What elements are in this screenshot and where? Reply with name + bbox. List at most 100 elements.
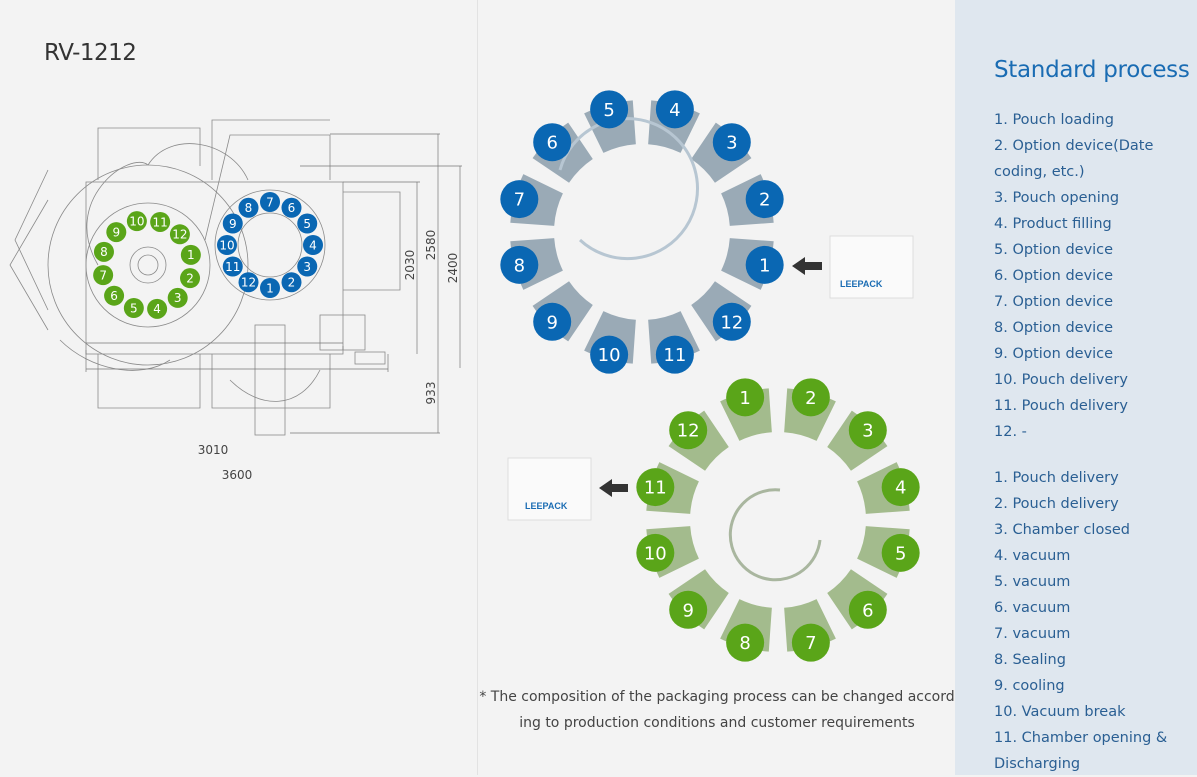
- green-station-node-label: 10: [129, 214, 144, 228]
- blue-process-node: 9: [533, 302, 572, 341]
- blue-process-node-label: 8: [514, 255, 525, 276]
- blue-process-node-label: 10: [598, 345, 621, 366]
- green-process-node: 2: [791, 378, 830, 417]
- green-station-node-label: 9: [112, 225, 120, 239]
- blue-station-node-label: 10: [219, 238, 234, 252]
- blue-process-node-circle: [655, 90, 694, 129]
- blue-process-node-circle: [590, 90, 629, 129]
- blue-station-node-circle: [238, 272, 259, 293]
- blue-process-node-circle: [712, 123, 751, 162]
- blue-station-node-circle: [281, 197, 302, 218]
- process-step: 3. Chamber closed: [994, 522, 1131, 538]
- blue-process-node-circle: [655, 335, 694, 374]
- blue-process-node: 7: [500, 180, 539, 219]
- blue-station-node-circle: [297, 256, 318, 277]
- blue-station-node-circle: [222, 256, 243, 277]
- process-step: 8. Sealing: [994, 652, 1066, 668]
- green-station-node-circle: [123, 298, 144, 319]
- machine-layout-drawing: 3010 3600 2030 2580 2400 933 12345678910…: [9, 119, 462, 482]
- blue-station-node-label: 11: [225, 260, 240, 274]
- green-station-node-label: 8: [100, 245, 108, 259]
- green-process-node-label: 9: [682, 600, 693, 621]
- green-station-node-label: 1: [187, 248, 195, 262]
- process-step: 11. Pouch delivery: [994, 398, 1128, 414]
- green-process-node: 8: [726, 623, 765, 662]
- green-process-node-label: 5: [895, 543, 906, 564]
- green-process-node-label: 8: [739, 633, 750, 654]
- green-station-node: 11: [150, 211, 171, 232]
- dimension-lines: [85, 133, 462, 434]
- green-process-node-circle: [791, 378, 830, 417]
- green-station-node-circle: [93, 241, 114, 262]
- blue-station-node: 8: [238, 197, 259, 218]
- model-title: RV-1212: [44, 40, 137, 66]
- pouch-brand-label: LEEPACK: [525, 501, 568, 511]
- blue-process-node: 3: [712, 123, 751, 162]
- blue-process-node: 10: [590, 335, 629, 374]
- blue-process-node: 12: [712, 302, 751, 341]
- dimension-height-933: 933: [424, 382, 438, 405]
- green-station-node-label: 6: [110, 289, 118, 303]
- process-step: 7. vacuum: [994, 626, 1071, 642]
- process-step: 2. Pouch delivery: [994, 496, 1119, 512]
- green-process-node: 6: [848, 590, 887, 629]
- blue-process-node-label: 12: [720, 312, 743, 333]
- green-spiral: [728, 488, 822, 582]
- green-station-node-circle: [180, 268, 201, 289]
- process-list-2: 1. Pouch delivery 2. Pouch delivery 3. Cha…: [994, 465, 1194, 777]
- blue-process-node-label: 4: [669, 100, 680, 121]
- green-process-node-label: 12: [677, 421, 700, 442]
- green-station-node-label: 11: [153, 215, 168, 229]
- blue-process-node-circle: [500, 245, 539, 284]
- blue-process-node: 6: [533, 123, 572, 162]
- green-process-node-label: 3: [862, 421, 873, 442]
- note-line-1: * The composition of the packaging proce…: [479, 689, 955, 705]
- green-process-node: 7: [791, 623, 830, 662]
- note-line-2: ing to production conditions and custome…: [519, 715, 915, 731]
- blue-process-node: 11: [655, 335, 694, 374]
- blue-station-node-circle: [238, 197, 259, 218]
- green-station-node: 6: [104, 285, 125, 306]
- green-station-node: 5: [123, 298, 144, 319]
- blue-process-node-circle: [745, 180, 784, 219]
- process-step: 4. vacuum: [994, 548, 1071, 564]
- green-station-node-circle: [169, 224, 190, 245]
- process-step: 1. Pouch delivery: [994, 470, 1119, 486]
- green-process-node-circle: [848, 590, 887, 629]
- blue-process-node-label: 3: [726, 133, 737, 154]
- green-process-node: 5: [881, 533, 920, 572]
- blue-process-node-label: 5: [603, 100, 614, 121]
- green-process-node: 1: [726, 378, 765, 417]
- dimension-width-3010: 3010: [198, 443, 229, 457]
- process-step: 11. Chamber opening & Discharging: [994, 730, 1168, 772]
- green-process-node-label: 2: [805, 388, 816, 409]
- blue-station-node-label: 4: [309, 238, 317, 252]
- blue-process-node-circle: [533, 302, 572, 341]
- blue-station-node-label: 8: [245, 201, 253, 215]
- blue-station-node-label: 1: [266, 281, 274, 295]
- green-station-node-circle: [150, 211, 171, 232]
- process-step: 1. Pouch loading: [994, 112, 1114, 128]
- green-process-node-circle: [881, 468, 920, 507]
- blue-station-node-label: 2: [288, 276, 296, 290]
- blue-station-node: 12: [238, 272, 259, 293]
- blue-station-node-label: 12: [241, 276, 256, 290]
- dimension-height-2030: 2030: [403, 250, 417, 281]
- blue-station-node: 11: [222, 256, 243, 277]
- blue-station-node: 10: [217, 235, 237, 255]
- green-station-node-circle: [106, 222, 127, 243]
- blue-station-node-circle: [217, 235, 237, 255]
- green-station-node: 1: [180, 244, 201, 265]
- dimension-height-2580: 2580: [424, 230, 438, 261]
- process-step: 10. Pouch delivery: [994, 372, 1128, 388]
- process-step: 3. Pouch opening: [994, 190, 1120, 206]
- green-station-node: 12: [169, 224, 190, 245]
- process-step: 2. Option device(Date coding, etc.): [994, 138, 1154, 180]
- blue-process-node: 4: [655, 90, 694, 129]
- blue-station-node-label: 3: [303, 260, 311, 274]
- blue-station-node-circle: [222, 213, 243, 234]
- process-list-1: 1. Pouch loading 2. Option device(Date co…: [994, 107, 1194, 445]
- blue-station-node-circle: [297, 213, 318, 234]
- blue-station-node-label: 9: [229, 217, 237, 231]
- blue-process-node-circle: [712, 302, 751, 341]
